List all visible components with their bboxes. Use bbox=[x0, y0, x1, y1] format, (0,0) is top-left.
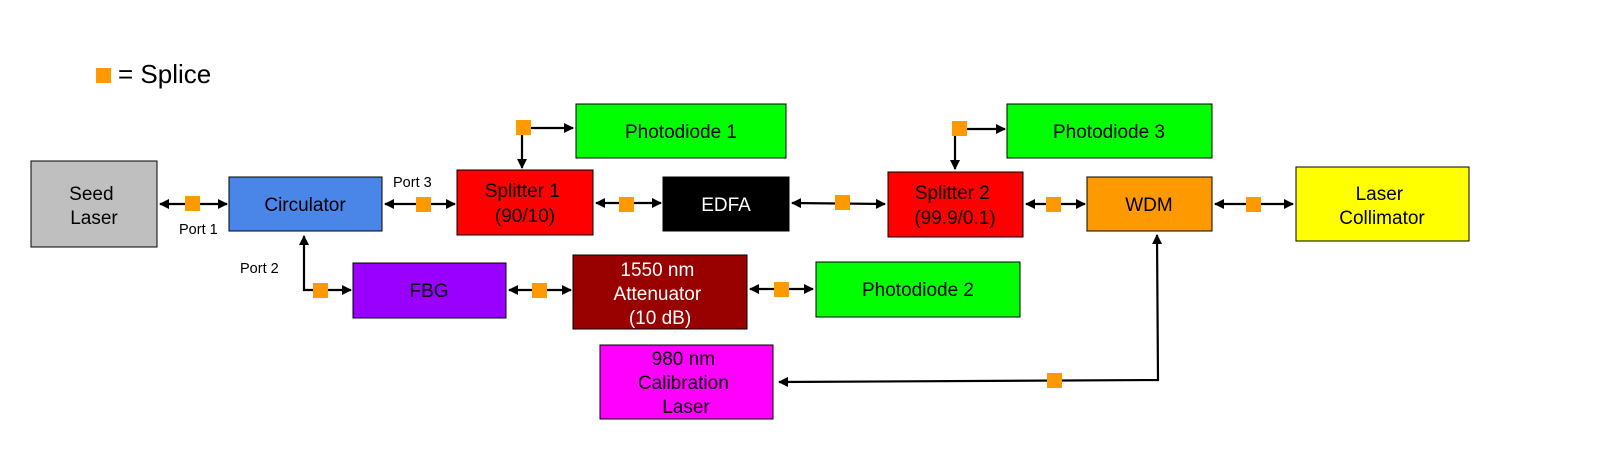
port-3-label: Port 3 bbox=[393, 175, 432, 191]
splice-marker bbox=[532, 283, 547, 298]
seed-laser-label: Seed Laser bbox=[69, 184, 119, 229]
wire-circulator-fbg bbox=[299, 235, 352, 295]
splice-marker bbox=[619, 197, 634, 212]
fbg-label: FBG bbox=[409, 281, 448, 302]
calibration-laser-block: 980 nm Calibration Laser bbox=[599, 344, 774, 420]
circulator-label: Circulator bbox=[264, 195, 346, 216]
splice-marker bbox=[1246, 197, 1261, 212]
legend: = Splice bbox=[96, 59, 211, 89]
photodiode-1-label: Photodiode 1 bbox=[625, 122, 737, 143]
splice-legend-swatch bbox=[96, 68, 111, 83]
splitter-2-block: Splitter 2 (99.9/0.1) bbox=[887, 171, 1024, 238]
splice-marker bbox=[185, 196, 200, 211]
splitter-1-block: Splitter 1 (90/10) bbox=[456, 169, 594, 236]
circulator-block: Circulator bbox=[228, 176, 383, 232]
photodiode-2-block: Photodiode 2 bbox=[815, 261, 1021, 318]
wdm-block: WDM bbox=[1086, 176, 1213, 232]
port-labels: Port 1 Port 2 Port 3 bbox=[179, 175, 432, 277]
photodiode-2-label: Photodiode 2 bbox=[862, 280, 974, 301]
attenuator-block: 1550 nm Attenuator (10 dB) bbox=[572, 254, 748, 330]
photodiode-3-block: Photodiode 3 bbox=[1006, 103, 1213, 159]
photodiode-1-block: Photodiode 1 bbox=[575, 103, 787, 159]
splitter-2-label: Splitter 2 (99.9/0.1) bbox=[914, 183, 995, 229]
splitter-1-label: Splitter 1 (90/10) bbox=[485, 181, 565, 227]
port-1-label: Port 1 bbox=[179, 222, 218, 238]
attenuator-label: 1550 nm Attenuator (10 dB) bbox=[614, 260, 707, 329]
splice-marker bbox=[516, 120, 531, 135]
wire-wdm-calibration-laser bbox=[778, 234, 1163, 387]
laser-collimator-label: Laser Collimator bbox=[1339, 184, 1425, 229]
laser-collimator-block: Laser Collimator bbox=[1295, 166, 1470, 242]
seed-laser-block: Seed Laser bbox=[30, 160, 158, 248]
splice-marker bbox=[952, 121, 967, 136]
splice-marker bbox=[313, 283, 328, 298]
splice-marker bbox=[1046, 197, 1061, 212]
splice-marker bbox=[416, 197, 431, 212]
splices bbox=[185, 120, 1261, 388]
splice-marker bbox=[774, 282, 789, 297]
port-2-label: Port 2 bbox=[240, 261, 279, 277]
legend-label: = Splice bbox=[118, 59, 211, 89]
wdm-label: WDM bbox=[1125, 195, 1172, 216]
photodiode-3-label: Photodiode 3 bbox=[1053, 122, 1165, 143]
fbg-block: FBG bbox=[352, 262, 507, 319]
edfa-label: EDFA bbox=[701, 195, 751, 216]
splice-marker bbox=[1047, 373, 1062, 388]
components: Seed Laser Circulator Splitter 1 (90/10)… bbox=[30, 103, 1470, 420]
splice-marker bbox=[835, 195, 850, 210]
edfa-block: EDFA bbox=[662, 176, 790, 232]
calibration-laser-label: 980 nm Calibration Laser bbox=[638, 349, 734, 418]
